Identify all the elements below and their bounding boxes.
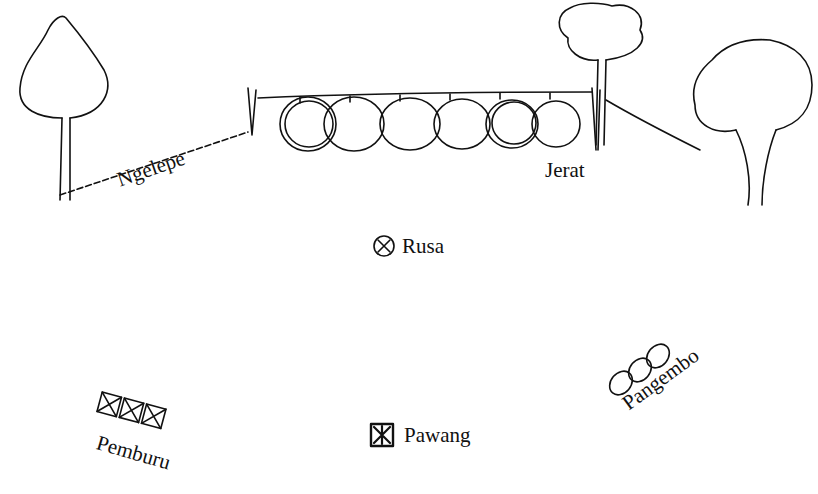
hunter-symbols xyxy=(97,392,166,428)
snare-loops xyxy=(280,93,580,151)
deer-label: Rusa xyxy=(402,236,444,257)
shaman-symbol xyxy=(371,424,393,446)
hunter-label: Pemburu xyxy=(94,432,173,473)
shaman-label: Pawang xyxy=(404,425,471,446)
snare-label: Jerat xyxy=(545,160,585,181)
tree xyxy=(20,17,108,201)
post xyxy=(248,88,256,135)
deer-symbol xyxy=(374,236,394,256)
tree xyxy=(559,3,700,150)
rope xyxy=(60,132,248,195)
tree xyxy=(694,40,812,205)
rope-label: Ngelepe xyxy=(115,147,188,190)
